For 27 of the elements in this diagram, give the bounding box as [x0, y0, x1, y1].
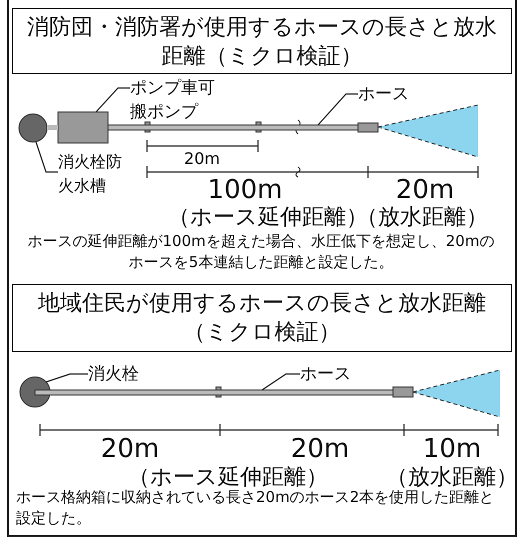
note-text: ホースの延伸距離が100mを超えた場合、水圧低下を想定し、20mのホースを5本連結した距離と設定した。 — [26, 231, 496, 273]
leader-line — [35, 142, 58, 173]
note-text: ホース格納箱に収納されている長さ20mのホース2本を使用した距離と設定した。 — [16, 488, 496, 529]
pipe — [47, 125, 58, 130]
heading-box: 地域住民が使用するホースの長さと放水距離（ミクロ検証） — [12, 284, 512, 352]
leader-line — [46, 373, 88, 383]
heading-box: 消防団・消防署が使用するホースの長さと放水距離（ミクロ検証） — [12, 8, 512, 74]
callout-text: ホース — [300, 362, 351, 386]
pump-box — [58, 112, 108, 144]
hose — [108, 124, 358, 130]
leader-line — [262, 373, 300, 390]
dimension-caption: （放水距離） — [386, 464, 518, 490]
leader-line — [318, 93, 358, 126]
hydrant-circle — [18, 114, 48, 142]
callout-text: 消火栓 — [88, 362, 139, 386]
callout-text: ホース — [358, 82, 409, 106]
callout-text: 消火栓防火水槽 — [58, 150, 128, 198]
dimension-label: 20m — [184, 148, 220, 170]
dimension-label: 20m — [100, 433, 160, 465]
dimension-label: 100m — [208, 174, 282, 206]
leader-line — [96, 87, 130, 112]
dimension-label: 20m — [290, 433, 350, 465]
callout-text: ポンプ車可搬ポンプ — [130, 76, 220, 124]
dimension-caption: （ホース延伸距離） — [128, 464, 328, 490]
hose — [34, 390, 394, 396]
dimension-label: 20m — [396, 174, 454, 206]
dimension-label: 10m — [422, 433, 482, 465]
